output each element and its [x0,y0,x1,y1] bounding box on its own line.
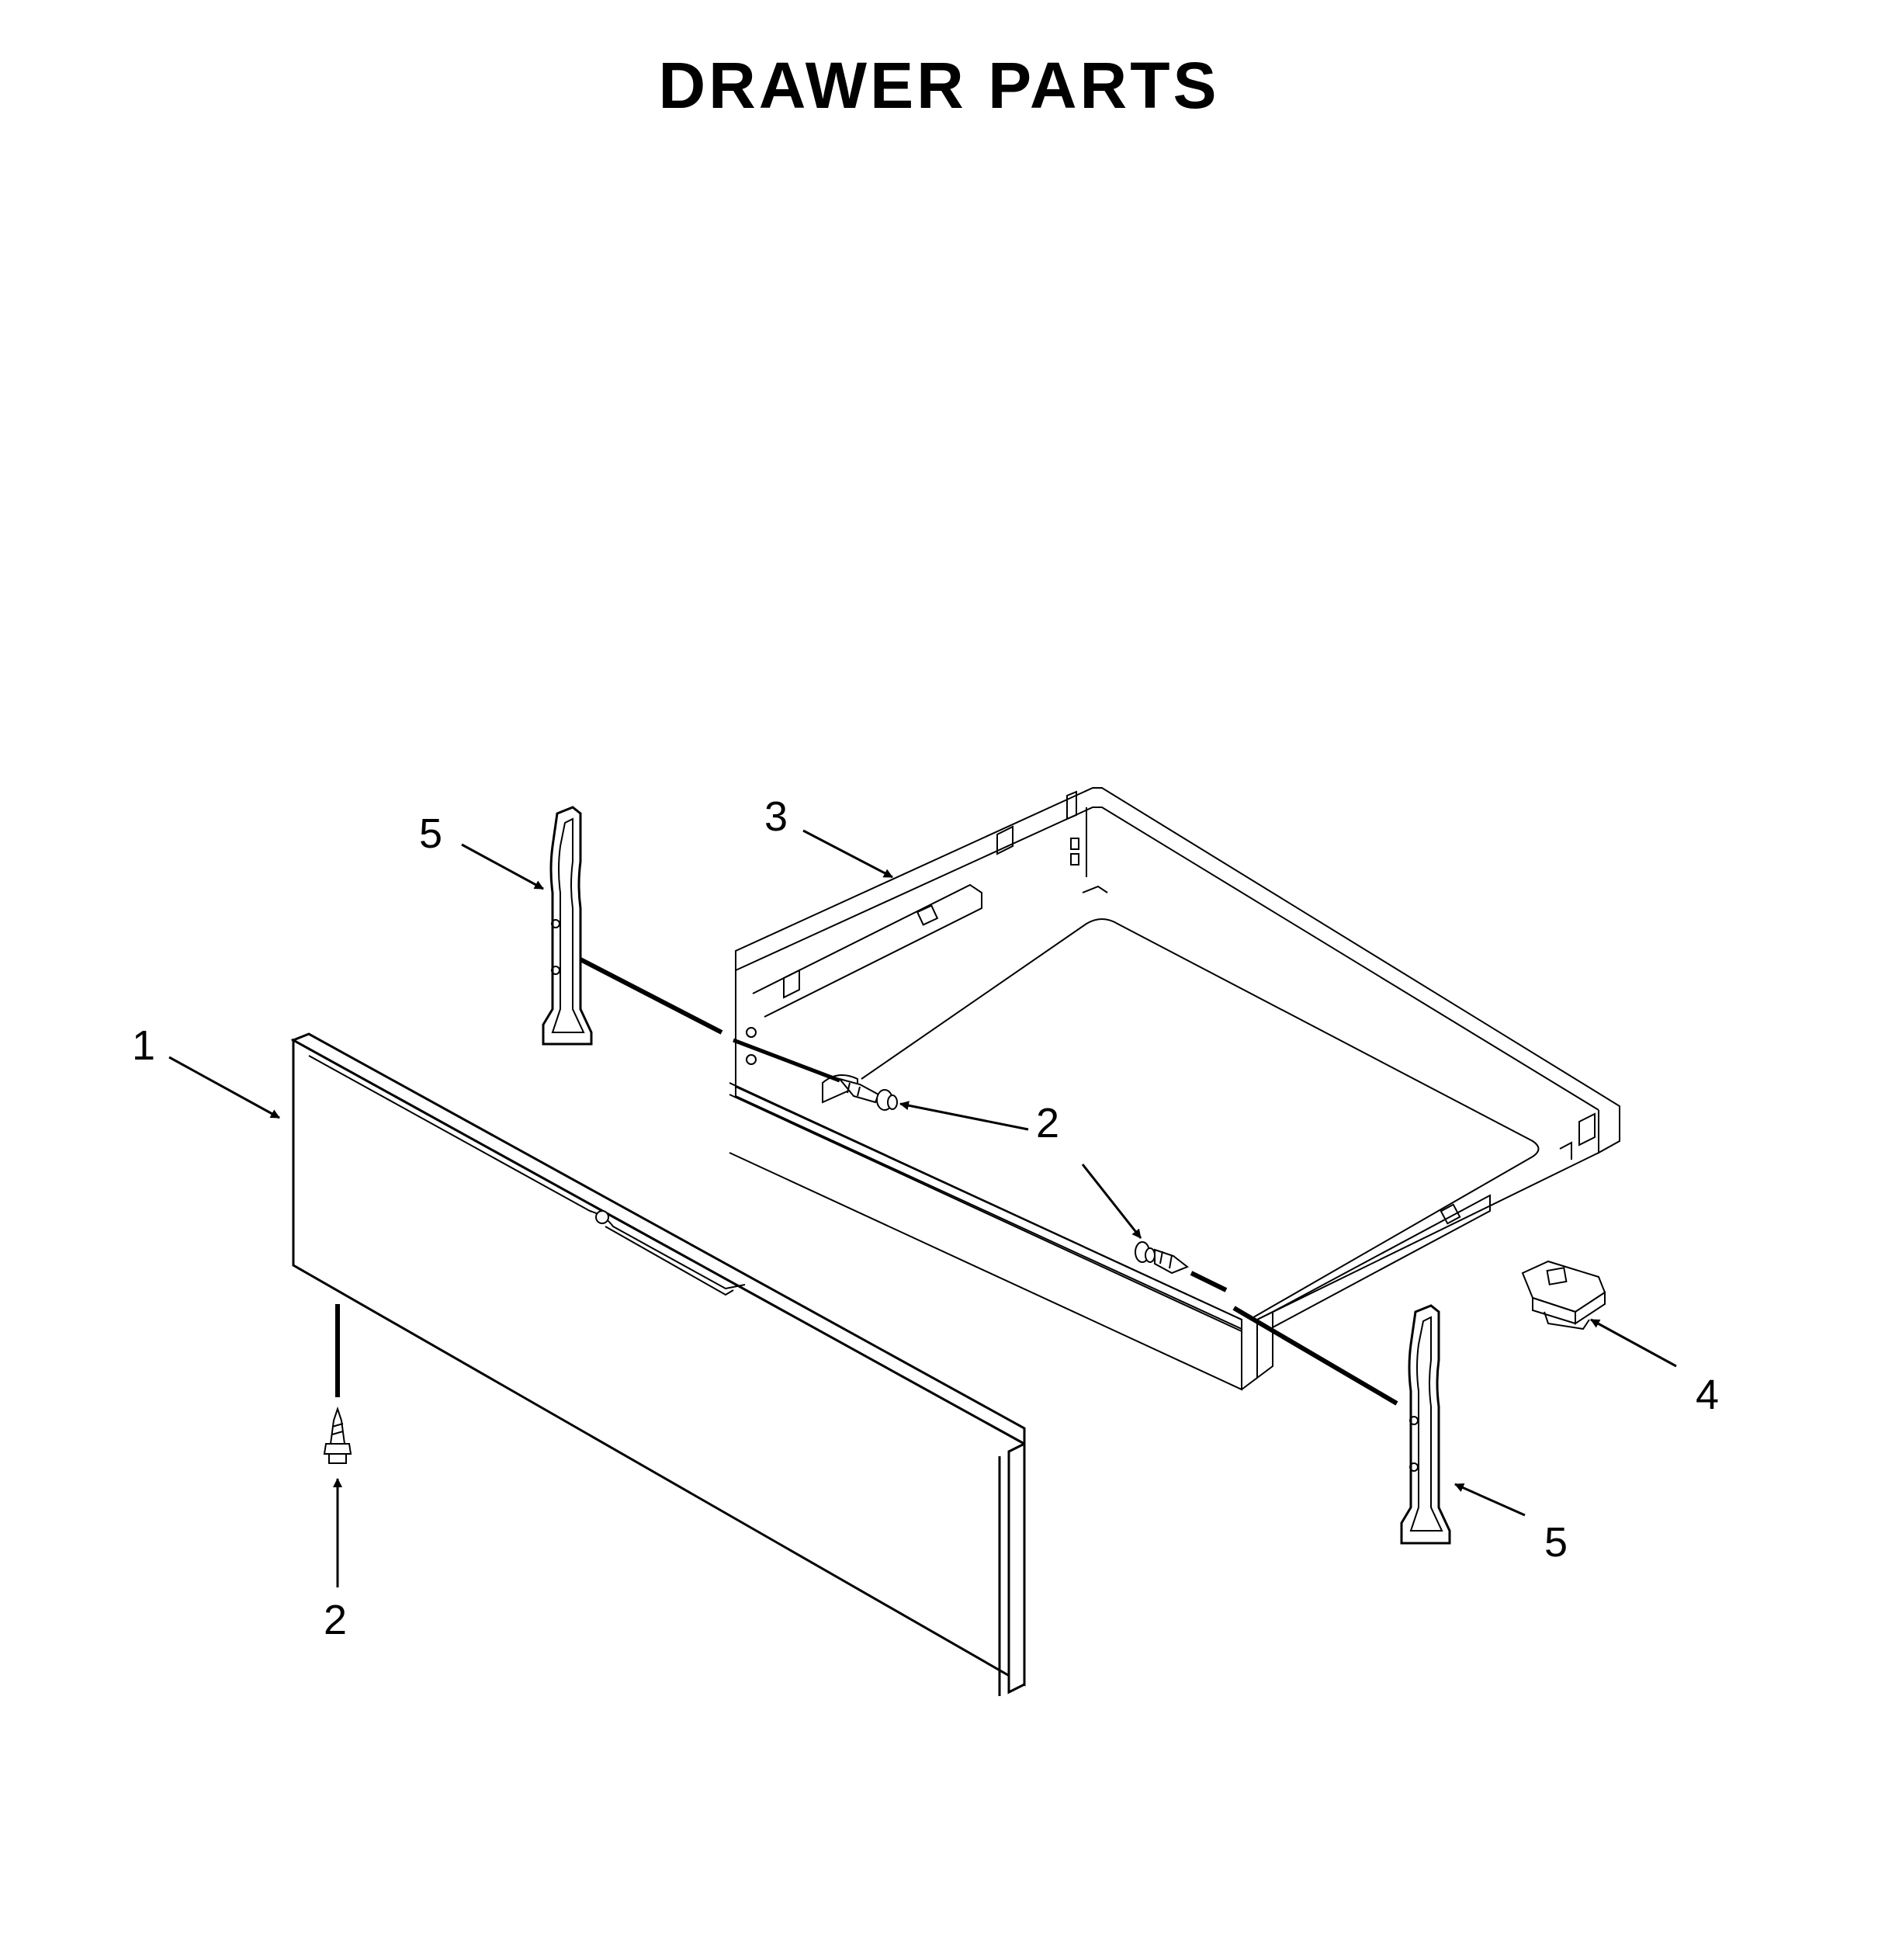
callout-1: 1 [132,1022,155,1069]
callout-2-side-left: 2 [1036,1100,1059,1147]
leader-arrows [168,829,1677,1587]
drawer-body-part[interactable] [729,787,1620,1391]
callout-4: 4 [1696,1372,1719,1418]
leader-1 [168,1056,280,1119]
leader-5-right [1454,1483,1526,1517]
leader-5-left [461,843,544,890]
screw-side-left-part[interactable] [837,1077,898,1111]
callout-5-right: 5 [1544,1519,1568,1566]
assembly-lines [335,957,1398,1406]
leader-2-side-right [1081,1164,1142,1239]
screw-front-part[interactable] [323,1406,352,1464]
bracket-right-part[interactable] [1400,1304,1451,1545]
bracket-left-part[interactable] [542,806,593,1046]
leader-3 [802,829,893,879]
screw-side-right-part[interactable] [1135,1241,1189,1275]
leader-2-side-left [899,1101,1029,1131]
callout-5-left: 5 [419,810,442,857]
leader-4 [1590,1318,1677,1368]
drawer-front-part[interactable] [290,1032,1026,1696]
clip-part[interactable] [1521,1260,1606,1330]
callout-2-front: 2 [324,1597,347,1643]
callout-3: 3 [764,793,788,840]
page-title: DRAWER PARTS [658,49,1220,122]
